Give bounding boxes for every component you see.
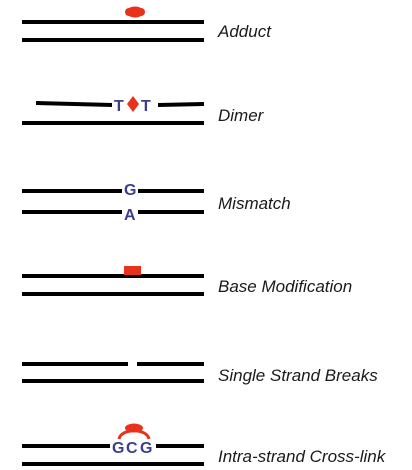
top-strand [158, 102, 204, 107]
dimer-base-t2: T [141, 98, 151, 115]
bottom-strand [22, 462, 204, 466]
top-strand [36, 101, 112, 107]
cross-link-agent [125, 423, 143, 433]
row-single-strand-breaks: Single Strand Breaks [22, 362, 378, 385]
top-strand [22, 189, 122, 193]
row-base-modification: Base Modification [22, 266, 352, 296]
top-strand-left [22, 362, 128, 366]
bottom-strand [22, 121, 204, 125]
label-mismatch: Mismatch [218, 194, 291, 213]
row-intra-strand-cross-link: G C G Intra-strand Cross-link [22, 423, 387, 466]
top-strand [156, 444, 204, 448]
bottom-strand [22, 38, 204, 42]
bottom-strand [22, 210, 122, 214]
label-single-strand-breaks: Single Strand Breaks [218, 366, 378, 385]
label-intra-strand-cross-link: Intra-strand Cross-link [218, 447, 387, 466]
adduct-blob [125, 6, 145, 18]
cross-link-base-c: C [126, 440, 138, 457]
modified-base-square [124, 266, 141, 275]
mismatch-base-g: G [124, 182, 136, 199]
top-strand-right [137, 362, 204, 366]
label-base-modification: Base Modification [218, 277, 352, 296]
top-strand [22, 444, 110, 448]
label-dimer: Dimer [218, 106, 265, 125]
bottom-strand [22, 379, 204, 383]
top-strand [22, 20, 204, 24]
row-mismatch: G A Mismatch [22, 182, 291, 224]
top-strand [22, 274, 204, 278]
label-adduct: Adduct [217, 22, 272, 41]
cross-link-base-g2: G [140, 440, 152, 457]
mismatch-base-a: A [124, 207, 136, 224]
row-dimer: T T Dimer [22, 96, 265, 125]
bottom-strand [138, 210, 204, 214]
dimer-link [127, 96, 139, 112]
row-adduct: Adduct [22, 6, 272, 42]
dimer-base-t1: T [114, 98, 124, 115]
bottom-strand [22, 292, 204, 296]
cross-link-base-g1: G [112, 440, 124, 457]
top-strand [138, 189, 204, 193]
